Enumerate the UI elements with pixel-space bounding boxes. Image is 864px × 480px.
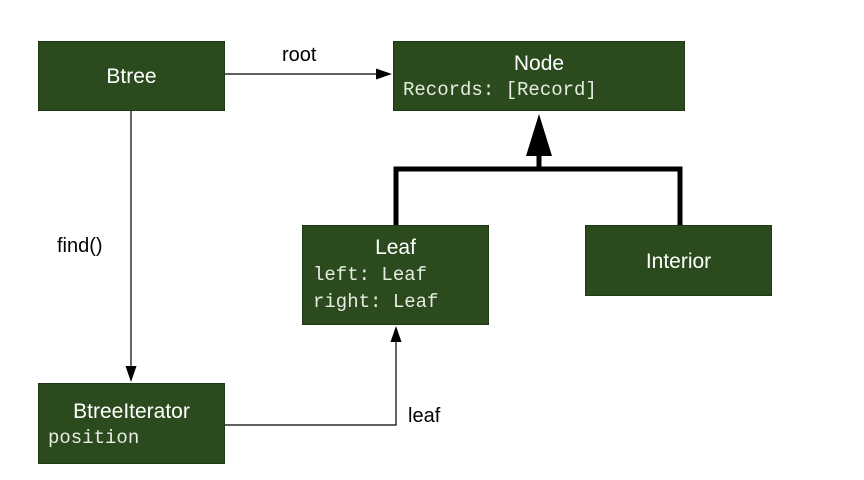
- interior-class-name: Interior: [645, 250, 712, 273]
- edge-find-arrowhead: [125, 366, 137, 382]
- inheritance-arrowhead: [526, 114, 552, 156]
- leaf-field-left: left: Leaf: [313, 264, 428, 286]
- inheritance-connector: [393, 166, 683, 225]
- leaf-class-box: Leaf left: Leaf right: Leaf: [302, 225, 489, 325]
- edge-label-leaf: leaf: [408, 405, 441, 427]
- leaf-class-name: Leaf: [375, 236, 416, 259]
- btree-class-box: Btree: [38, 41, 225, 111]
- node-field-records: Records: [Record]: [403, 79, 597, 101]
- edge-leaf-line: [225, 340, 397, 426]
- edge-label-root: root: [282, 44, 317, 66]
- btree-iterator-class-box: BtreeIterator position: [38, 383, 225, 464]
- edge-label-find: find(): [57, 235, 103, 257]
- node-class-name: Node: [513, 52, 565, 75]
- interior-class-box: Interior: [585, 225, 772, 296]
- edge-leaf-arrowhead: [390, 326, 402, 342]
- node-class-box: Node Records: [Record]: [393, 41, 685, 111]
- btree-iterator-class-name: BtreeIterator: [73, 400, 190, 423]
- btree-class-name: Btree: [106, 65, 157, 88]
- btree-iterator-field-position: position: [48, 427, 140, 449]
- edge-root-arrowhead: [376, 68, 392, 80]
- leaf-field-right: right: Leaf: [313, 291, 439, 313]
